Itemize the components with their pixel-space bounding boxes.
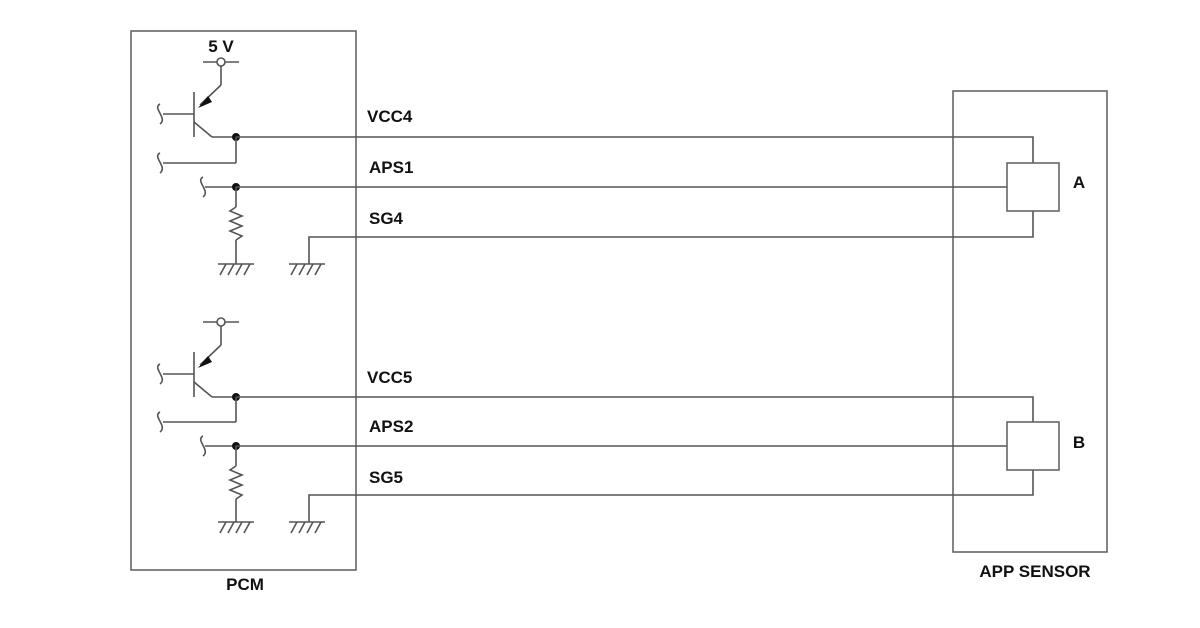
emitter-arrow-icon [198, 356, 212, 368]
emitter-arrow-icon [198, 96, 212, 108]
ground-icon [217, 521, 255, 534]
app-sensor-label: APP SENSOR [979, 562, 1090, 581]
signal-vcc4-label: VCC4 [367, 107, 413, 126]
signal-aps2-label: APS2 [369, 417, 413, 436]
resistor-icon [227, 465, 245, 500]
signal-sg5-label: SG5 [369, 468, 403, 487]
sensor-element-b-label: B [1073, 433, 1085, 452]
ground-icon [288, 521, 326, 534]
ground-icon [217, 263, 255, 276]
wire-sg4 [308, 211, 1034, 264]
signal-vcc5-label: VCC5 [367, 368, 412, 387]
resistor-icon [227, 206, 245, 241]
supply-5v-label: 5 V [208, 37, 234, 56]
supply-terminal-icon [216, 57, 226, 67]
pcm-box [130, 30, 357, 571]
circuit-upper: 5 V A VCC4 AP [156, 37, 1085, 276]
wire-sg5 [308, 470, 1034, 522]
wire-vcc4 [236, 136, 1034, 163]
ground-icon [288, 263, 326, 276]
signal-sg4-label: SG4 [369, 209, 404, 228]
app-sensor-box [952, 90, 1108, 553]
circuit-lower: B VCC5 APS2 SG5 [156, 317, 1085, 534]
sensor-element-b [1006, 421, 1060, 471]
sensor-element-a [1006, 162, 1060, 212]
wire-vcc5 [236, 396, 1034, 422]
supply-terminal-icon [216, 317, 226, 327]
pcm-label: PCM [226, 575, 264, 594]
sensor-element-a-label: A [1073, 173, 1085, 192]
signal-aps1-label: APS1 [369, 158, 413, 177]
